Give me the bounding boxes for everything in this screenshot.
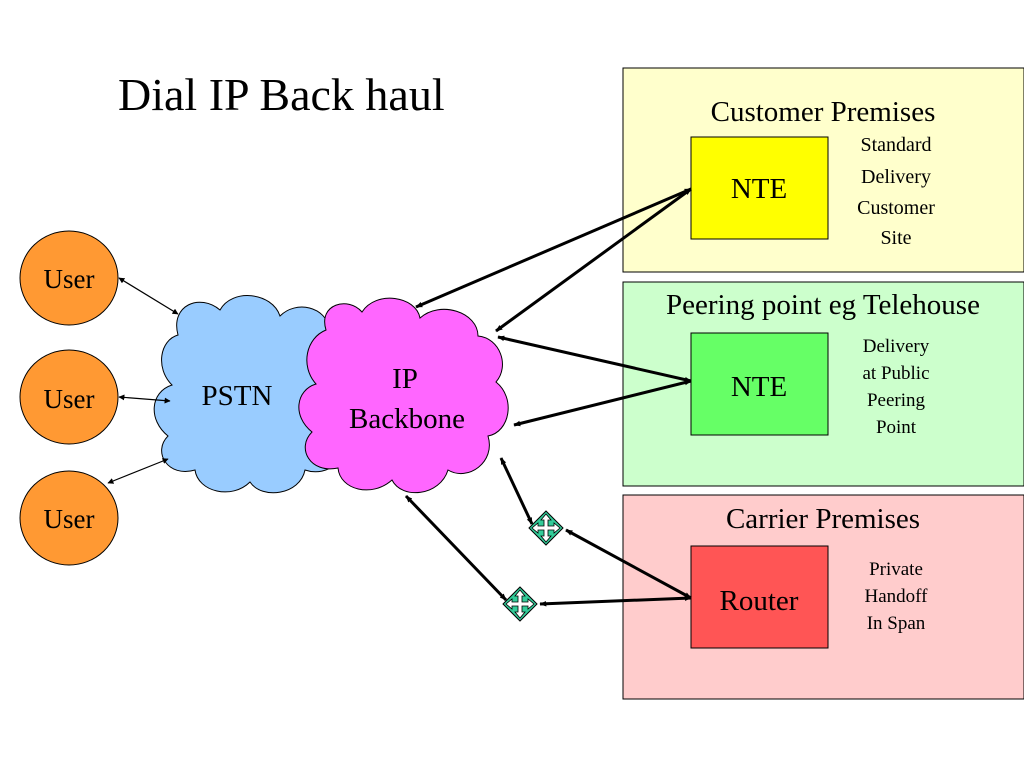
- user-node-1: User: [19, 230, 119, 326]
- user-3-pstn-arrow: [107, 458, 169, 484]
- carrier-note-line-3: In Span: [867, 613, 926, 634]
- backbone-connector-1-arrow: [499, 457, 534, 525]
- peering-note-line-2: at Public: [862, 363, 929, 384]
- ip-backbone-cloud-shape: [298, 297, 509, 494]
- peering-point-title: Peering point eg Telehouse: [666, 289, 980, 321]
- user-2-pstn-arrow: [118, 394, 171, 404]
- carrier-note-line-2: Handoff: [865, 586, 929, 607]
- user-node-2-label: User: [44, 384, 95, 414]
- peering-note-line-1: Delivery: [863, 336, 930, 357]
- peering-nte-label: NTE: [731, 371, 787, 403]
- four-way-arrow-icon: [502, 586, 538, 622]
- customer-note-line-2: Delivery: [861, 166, 931, 188]
- peering-nte-box: [690, 332, 829, 436]
- customer-nte-label: NTE: [731, 173, 787, 205]
- user-node-3: User: [19, 470, 119, 566]
- peering-note-line-3: Peering: [867, 390, 926, 411]
- user-node-3-label: User: [44, 504, 95, 534]
- four-way-arrow-icon: [528, 510, 564, 546]
- carrier-premises-title: Carrier Premises: [726, 503, 920, 535]
- customer-premises-title: Customer Premises: [711, 96, 936, 128]
- connector-1-router-arrow: [565, 528, 692, 600]
- carrier-router-box: [690, 545, 829, 649]
- diagram-title: Dial IP Back haul: [118, 69, 445, 120]
- peering-note-line-4: Point: [876, 417, 917, 438]
- customer-note-line-3: Customer: [857, 197, 935, 219]
- customer-note-line-1: Standard: [860, 134, 931, 156]
- user-node-3-circle: [19, 470, 119, 566]
- user-1-pstn-arrow: [118, 277, 179, 315]
- customer-note-line-4: Site: [880, 227, 911, 249]
- ip-backbone-label-line-1: IP: [392, 363, 418, 395]
- backbone-connector-2-arrow: [404, 494, 508, 602]
- carrier-note-line-1: Private: [869, 559, 923, 580]
- ip-backbone-cloud: IP Backbone: [298, 297, 509, 494]
- backbone-peering-arrow-a: [497, 335, 692, 383]
- pstn-label: PSTN: [202, 380, 273, 412]
- carrier-premises-box: Carrier Premises Router Private Handoff …: [622, 494, 1024, 700]
- carrier-router-label: Router: [720, 585, 799, 617]
- user-node-2: User: [19, 349, 119, 445]
- customer-nte-box: [690, 136, 829, 240]
- customer-premises-box: Customer Premises NTE Standard Delivery …: [622, 67, 1024, 273]
- user-node-1-label: User: [44, 264, 95, 294]
- ip-backbone-label-line-2: Backbone: [349, 403, 465, 435]
- connector-2-router-arrow: [539, 595, 692, 607]
- backbone-peering-arrow-b: [513, 379, 692, 427]
- user-node-1-circle: [19, 230, 119, 326]
- user-node-2-circle: [19, 349, 119, 445]
- backbone-customer-arrow-b: [495, 187, 692, 333]
